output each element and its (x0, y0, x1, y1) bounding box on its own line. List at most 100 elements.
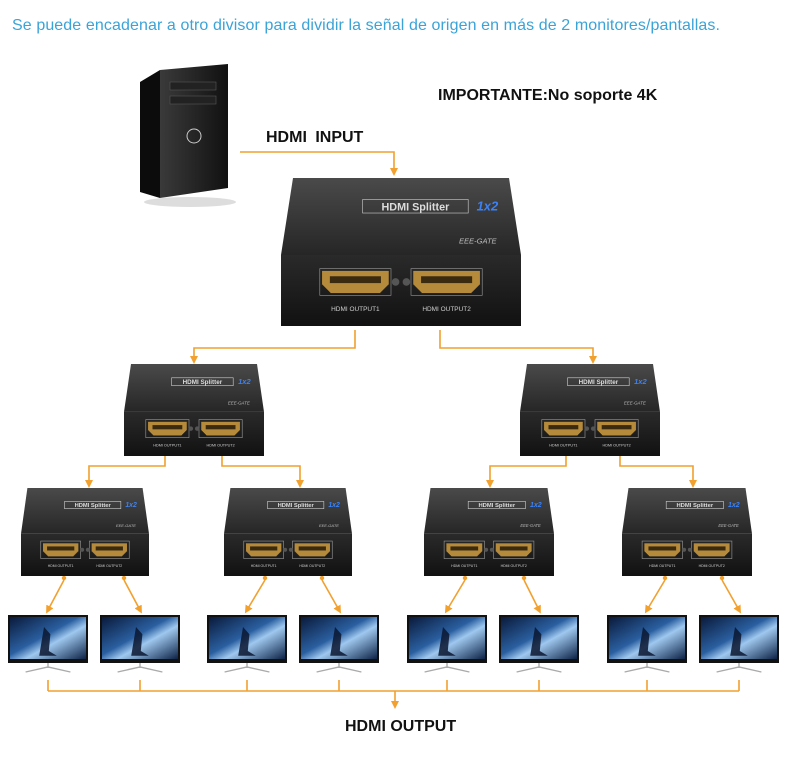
screen-figure (131, 627, 149, 656)
splitter-front-face (224, 533, 352, 576)
splitter-top-face (424, 488, 554, 534)
hdmi-port-slot (329, 276, 381, 284)
led-indicator (80, 547, 85, 552)
monitor-icon-7 (607, 615, 687, 673)
hdmi-port-slot (298, 546, 326, 551)
output-dot (462, 575, 468, 581)
splitter-title-frame (267, 501, 325, 509)
splitter-top-face (124, 364, 264, 412)
hdmi-port-label: HDMI OUTPUT2 (206, 444, 234, 448)
splitter-title-text: HDMI Splitter (676, 503, 713, 509)
splitter-title-frame (362, 199, 469, 214)
monitor-stand (624, 663, 670, 673)
monitor-icon-6 (499, 615, 579, 673)
led-indicator (687, 547, 692, 552)
arrow-to-monitor-7 (644, 579, 666, 614)
splitter-top-face (21, 488, 149, 534)
monitor-stand (516, 663, 562, 673)
monitor-stand (424, 663, 470, 673)
input-arrow (240, 151, 398, 176)
pc-drive-bay (169, 95, 217, 105)
splitter-brand-text: EEE-GATE (459, 236, 498, 245)
arrow-to-monitor-4 (321, 579, 341, 614)
screen-figure (530, 627, 548, 656)
hdmi-port-slot (499, 546, 528, 551)
splitter-front-face (622, 533, 752, 576)
splitter-title-frame (567, 377, 630, 386)
led-indicator (402, 278, 411, 286)
splitter-title-text: HDMI Splitter (478, 503, 515, 509)
monitor-icon-1 (8, 615, 88, 673)
hdmi-port-label: HDMI OUTPUT1 (649, 564, 675, 568)
led-indicator (283, 547, 288, 552)
hdmi-port-label: HDMI OUTPUT2 (96, 564, 122, 568)
hdmi-port-label: HDMI OUTPUT1 (549, 444, 577, 448)
splitter-title-text: HDMI Splitter (278, 503, 315, 509)
splitter-model-text: 1x2 (530, 502, 542, 509)
hdmi-output-label: HDMI OUTPUT (345, 718, 457, 735)
splitter-brand-text: EEE-GATE (116, 523, 136, 528)
arrow-to-monitor-2 (123, 579, 142, 614)
splitter-top-face (520, 364, 660, 412)
splitter-title-text: HDMI Splitter (75, 503, 112, 509)
output-dot (521, 575, 527, 581)
output-dot (662, 575, 668, 581)
splitter-front-face (21, 533, 149, 576)
splitter-brand-text: EEE-GATE (718, 523, 739, 528)
led-indicator (288, 547, 293, 552)
hdmi-port-slot (648, 546, 677, 551)
splitter-model-text: 1x2 (125, 502, 137, 509)
screen-figure (330, 627, 348, 656)
hdmi-port-frame (410, 268, 483, 296)
output-dot (121, 575, 127, 581)
pc-logo (186, 128, 202, 144)
splitter-title-text: HDMI Splitter (382, 201, 451, 213)
splitter-model-text: 1x2 (728, 502, 740, 509)
led-indicator (590, 426, 596, 431)
hdmi-port-slot (152, 425, 183, 430)
arrow-to-monitor-1 (46, 579, 65, 614)
hdmi-port-slot (548, 425, 579, 430)
hdmi-port-label: HDMI OUTPUT1 (48, 564, 74, 568)
led-indicator (188, 426, 194, 431)
screen-figure (238, 627, 256, 656)
hdmi-port-label: HDMI OUTPUT1 (331, 306, 380, 313)
hdmi-port-slot (250, 546, 278, 551)
pc-tower-icon (140, 64, 236, 207)
splitter-title-frame (665, 501, 724, 509)
monitor-icon-5 (407, 615, 487, 673)
hdmi-port-slot (47, 546, 75, 551)
output-dot (262, 575, 268, 581)
led-indicator (391, 278, 400, 286)
monitor-icon-2 (100, 615, 180, 673)
monitor-icon-4 (299, 615, 379, 673)
hdmi-port-label: HDMI OUTPUT1 (251, 564, 277, 568)
splitter-model-text: 1x2 (238, 377, 251, 386)
arrow-to-monitor-6 (523, 579, 541, 614)
led-indicator (489, 547, 494, 552)
splitter-front-face (424, 533, 554, 576)
splitter-title-text: HDMI Splitter (579, 379, 619, 386)
arrow-main-to-right (439, 330, 597, 364)
arrow-right-to-l3c (486, 456, 567, 488)
hdmi-port-slot (697, 546, 726, 551)
monitor-icon-3 (207, 615, 287, 673)
led-indicator (85, 547, 90, 552)
headline-text: Se puede encadenar a otro divisor para d… (12, 17, 721, 34)
screen-figure (438, 627, 456, 656)
hdmi-port-frame (319, 268, 392, 296)
monitor-stand (224, 663, 270, 673)
arrow-left-to-l3a (85, 456, 166, 488)
led-indicator (194, 426, 200, 431)
monitor-stand (316, 663, 362, 673)
pc-shadow (144, 197, 236, 207)
splitter-brand-text: EEE-GATE (624, 401, 646, 406)
splitter-brand-text: EEE-GATE (319, 523, 339, 528)
output-dot (319, 575, 325, 581)
splitter-top-face (281, 178, 521, 255)
